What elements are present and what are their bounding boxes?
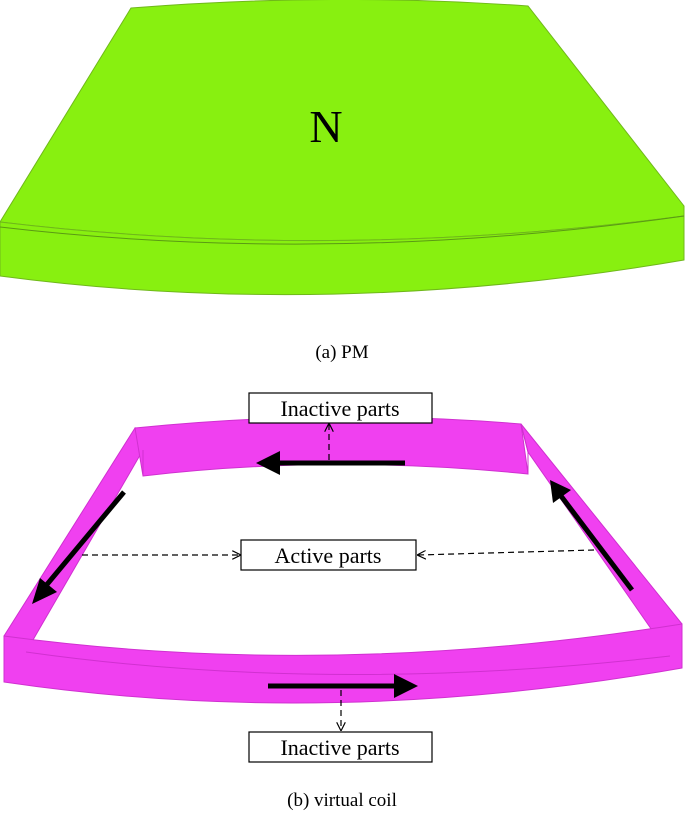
current-arrow-right <box>559 494 634 592</box>
current-arrow-top-head <box>256 451 280 475</box>
coil-right-side <box>520 423 683 658</box>
current-arrow-right-head <box>550 480 571 503</box>
virtual-coil <box>3 416 683 704</box>
permanent-magnet: N <box>0 0 685 296</box>
leader-right-active <box>418 549 595 555</box>
pm-pole-label: N <box>309 101 342 152</box>
label-inactive-top-text: Inactive parts <box>280 396 399 421</box>
leader-lines <box>82 424 595 730</box>
coil-top-inner-edge <box>142 423 529 476</box>
current-arrow-bottom-head <box>394 674 418 698</box>
coil-bottom-side <box>3 623 683 704</box>
coil-top-side <box>134 416 529 477</box>
pm-face-edge <box>0 215 685 245</box>
current-arrow-left-head <box>32 578 57 604</box>
current-arrow-left <box>42 490 126 590</box>
label-active-text: Active parts <box>275 543 382 568</box>
label-inactive-bottom-text: Inactive parts <box>280 735 399 760</box>
current-arrows <box>32 451 634 698</box>
label-inactive-top: Inactive parts <box>248 392 433 424</box>
label-active: Active parts <box>240 539 417 571</box>
coil-bottom-inner-edge <box>25 651 671 676</box>
pm-caption: (a) PM <box>315 342 368 363</box>
coil-caption: (b) virtual coil <box>287 790 397 811</box>
label-inactive-bottom: Inactive parts <box>248 731 433 763</box>
coil-left-side <box>3 426 144 653</box>
